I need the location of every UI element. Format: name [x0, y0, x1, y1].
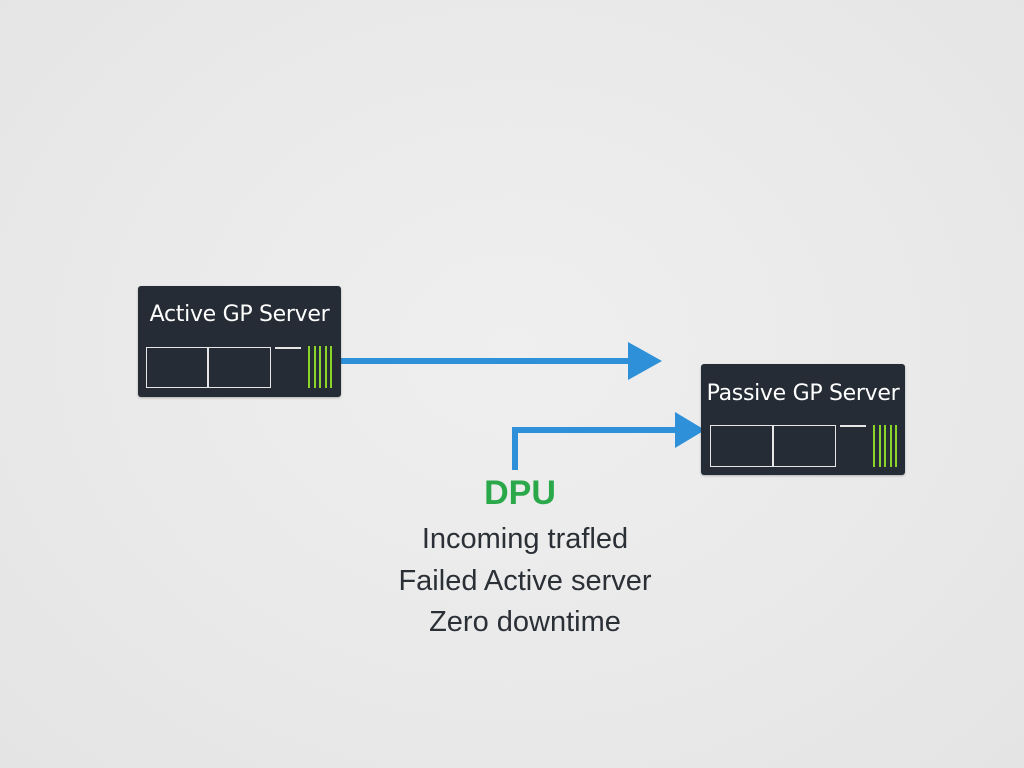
passive-server: Passive GP Server	[701, 364, 905, 475]
drive-bay	[146, 347, 271, 388]
passive-server-title: Passive GP Server	[706, 381, 900, 406]
caption-line-incoming: Incoming traﬂed	[421, 523, 629, 555]
arrow-shaft	[512, 427, 678, 470]
caption-line-failed: Failed Active server	[398, 565, 652, 597]
vent-grille-icon	[873, 425, 897, 467]
active-to-passive-arrow	[340, 342, 662, 380]
dpu-label: DPU	[484, 474, 556, 512]
bay-divider	[772, 426, 774, 466]
arrow-head	[675, 412, 705, 448]
dpu-to-passive-arrow	[512, 412, 705, 470]
vent-grille-icon	[308, 346, 332, 388]
bay-divider	[207, 348, 209, 387]
panel-line	[840, 425, 866, 427]
caption-line-downtime: Zero downtime	[429, 606, 621, 638]
drive-bay	[710, 425, 836, 467]
active-server-title: Active GP Server	[149, 302, 330, 327]
arrow-head	[628, 342, 662, 380]
panel-line	[275, 347, 301, 349]
active-server: Active GP Server	[138, 286, 341, 397]
